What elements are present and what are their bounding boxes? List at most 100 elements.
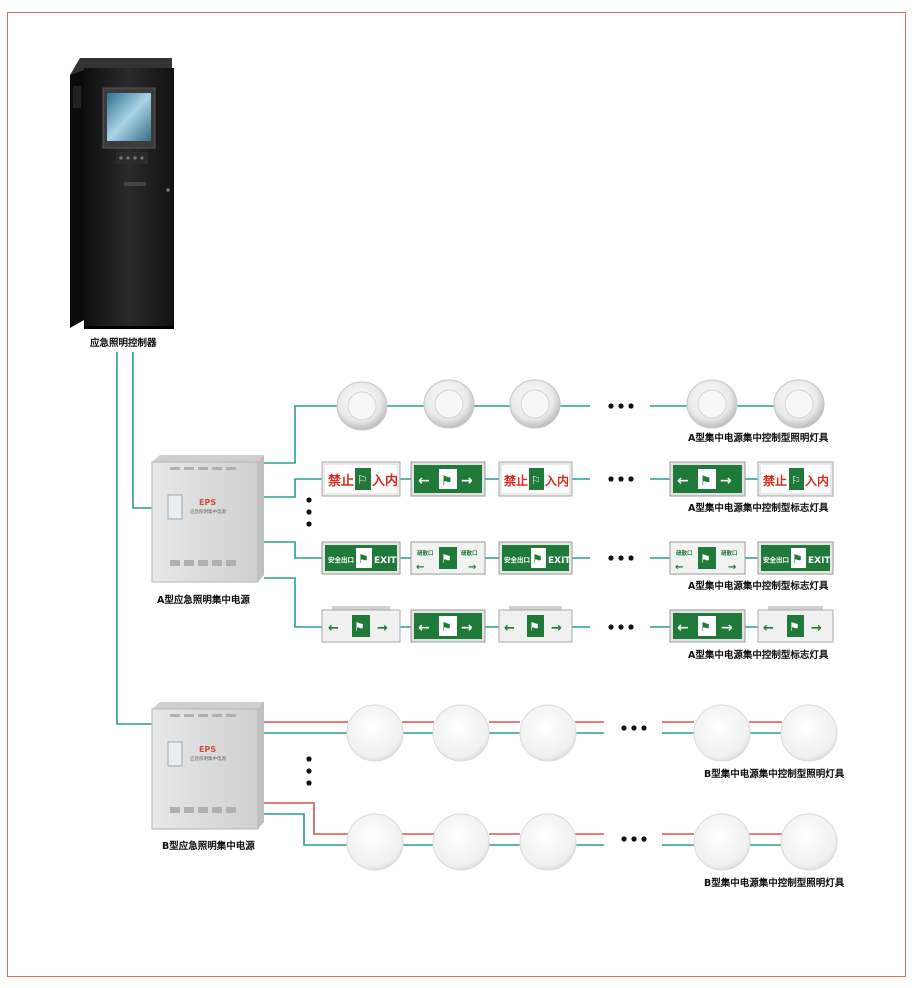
a-row2-label: A型集中电源集中控制型标志灯具 bbox=[688, 502, 829, 514]
ceiling-emergency-lamp-icon bbox=[773, 379, 825, 429]
svg-text:→: → bbox=[468, 562, 476, 573]
svg-text:⚑: ⚑ bbox=[441, 552, 452, 566]
svg-text:禁止: 禁止 bbox=[504, 473, 528, 488]
dots-row-b2 bbox=[621, 836, 647, 842]
ceiling-emergency-lamp-icon bbox=[509, 379, 561, 429]
row-b-lighting-fixtures-2 bbox=[346, 813, 838, 871]
evacuation-exit-sign-icon: 疏散口 疏散口 ⚑ ← → bbox=[669, 541, 746, 575]
svg-text:←: ← bbox=[418, 620, 430, 636]
running-man-exit-sign-icon: ← ⚑ → bbox=[757, 606, 834, 643]
row-b-lighting-fixtures-1 bbox=[346, 704, 838, 762]
svg-text:→: → bbox=[461, 620, 473, 636]
ceiling-emergency-lamp-icon bbox=[336, 381, 388, 431]
dots-vertical-b bbox=[306, 756, 312, 786]
eps-power-box-icon: EPS 应急照明集中电源 bbox=[151, 702, 264, 830]
svg-text:EXIT: EXIT bbox=[374, 556, 397, 566]
diagram-frame bbox=[7, 12, 906, 977]
eps-sub-a: 应急照明集中电源 bbox=[190, 508, 226, 515]
a-power-label: A型应急照明集中电源 bbox=[157, 594, 250, 606]
dots-row-a4 bbox=[608, 624, 634, 630]
controller-label: 应急照明控制器 bbox=[90, 337, 157, 349]
wire-a-row3 bbox=[264, 541, 322, 559]
wire-controller-a bbox=[132, 352, 152, 509]
control-cabinet-icon bbox=[70, 58, 174, 329]
svg-text:⚑: ⚑ bbox=[441, 474, 453, 489]
safe-exit-sign-icon: 安全出口 ⚑ EXIT bbox=[321, 541, 401, 575]
wire-a-row4 bbox=[264, 577, 322, 628]
a-row1-label: A型集中电源集中控制型照明灯具 bbox=[688, 432, 829, 444]
wire-a-row2 bbox=[264, 478, 322, 498]
svg-text:←: ← bbox=[504, 621, 515, 636]
svg-text:入内: 入内 bbox=[372, 473, 398, 489]
safe-exit-sign-icon: 安全出口 ⚑ EXIT bbox=[498, 541, 573, 575]
running-man-exit-sign-icon: ← ⚑ → bbox=[410, 461, 486, 497]
svg-text:⚐: ⚐ bbox=[791, 474, 801, 487]
no-entry-sign-icon: 禁止 ⚐ 入内 bbox=[498, 461, 573, 497]
svg-text:安全出口: 安全出口 bbox=[504, 555, 530, 564]
svg-text:禁止: 禁止 bbox=[328, 473, 354, 489]
round-ceiling-lamp-icon bbox=[519, 704, 577, 762]
safe-exit-sign-icon: 安全出口 ⚑ EXIT bbox=[757, 541, 834, 575]
round-ceiling-lamp-icon bbox=[693, 704, 751, 762]
svg-text:疏散口: 疏散口 bbox=[461, 549, 478, 557]
running-man-exit-sign-icon: ← ⚑ → bbox=[410, 609, 486, 643]
running-man-exit-sign-icon: ← ⚑ → bbox=[669, 609, 746, 643]
svg-text:安全出口: 安全出口 bbox=[763, 555, 789, 564]
dots-row-b1 bbox=[621, 725, 647, 731]
svg-text:⚑: ⚑ bbox=[358, 552, 369, 566]
svg-text:安全出口: 安全出口 bbox=[328, 555, 354, 564]
no-entry-sign-icon: 禁止 ⚐ 入内 bbox=[321, 461, 401, 497]
svg-text:EXIT: EXIT bbox=[808, 556, 831, 566]
b-row1-label: B型集中电源集中控制型照明灯具 bbox=[704, 768, 845, 780]
svg-text:←: ← bbox=[328, 621, 339, 636]
a-row4-label: A型集中电源集中控制型标志灯具 bbox=[688, 649, 829, 661]
round-ceiling-lamp-icon bbox=[432, 813, 490, 871]
svg-text:←: ← bbox=[677, 620, 689, 636]
svg-text:⚑: ⚑ bbox=[532, 552, 543, 566]
round-ceiling-lamp-icon bbox=[780, 813, 838, 871]
wire-a-row1 bbox=[264, 405, 338, 464]
dots-row-a2 bbox=[608, 476, 634, 482]
svg-text:→: → bbox=[377, 621, 388, 636]
svg-text:⚑: ⚑ bbox=[792, 552, 803, 566]
svg-text:←: ← bbox=[763, 621, 774, 636]
evacuation-exit-sign-icon: 疏散口 疏散口 ⚑ ← → bbox=[410, 541, 486, 575]
b-power-label: B型应急照明集中电源 bbox=[162, 840, 255, 852]
continuation-dots bbox=[306, 403, 647, 842]
svg-text:疏散口: 疏散口 bbox=[676, 549, 693, 557]
svg-text:⚑: ⚑ bbox=[789, 620, 800, 634]
svg-text:⚑: ⚑ bbox=[441, 620, 452, 634]
svg-text:入内: 入内 bbox=[545, 473, 569, 488]
svg-text:⚐: ⚐ bbox=[531, 474, 541, 487]
svg-text:⚑: ⚑ bbox=[700, 552, 711, 566]
svg-text:⚑: ⚑ bbox=[700, 620, 711, 634]
dots-row-a3 bbox=[608, 555, 634, 561]
svg-text:→: → bbox=[811, 621, 822, 636]
svg-text:→: → bbox=[721, 620, 733, 636]
ceiling-emergency-lamp-icon bbox=[686, 379, 738, 429]
svg-text:⚑: ⚑ bbox=[700, 474, 712, 489]
round-ceiling-lamp-icon bbox=[346, 704, 404, 762]
svg-text:→: → bbox=[728, 562, 736, 573]
svg-text:疏散口: 疏散口 bbox=[417, 549, 434, 557]
ceiling-emergency-lamp-icon bbox=[423, 379, 475, 429]
svg-text:→: → bbox=[461, 473, 473, 489]
round-ceiling-lamp-icon bbox=[346, 813, 404, 871]
svg-text:EXIT: EXIT bbox=[548, 556, 571, 566]
svg-text:←: ← bbox=[677, 473, 689, 489]
row-a-lighting-fixtures bbox=[336, 379, 825, 431]
wiring bbox=[116, 352, 782, 846]
svg-text:入内: 入内 bbox=[805, 473, 829, 488]
svg-text:→: → bbox=[551, 621, 562, 636]
no-entry-sign-icon: 禁止 ⚐ 入内 bbox=[757, 461, 834, 497]
dots-row-a1 bbox=[608, 403, 634, 409]
svg-text:←: ← bbox=[416, 562, 424, 573]
eps-sub-b: 应急照明集中电源 bbox=[190, 755, 226, 762]
b-row2-label: B型集中电源集中控制型照明灯具 bbox=[704, 877, 845, 889]
svg-text:疏散口: 疏散口 bbox=[721, 549, 738, 557]
round-ceiling-lamp-icon bbox=[780, 704, 838, 762]
round-ceiling-lamp-icon bbox=[432, 704, 490, 762]
row-a-sign-fixtures-3: ← ⚑ → ← ⚑ → ← ⚑ → ← ⚑ → bbox=[321, 606, 834, 643]
running-man-exit-sign-icon: ← ⚑ → bbox=[321, 606, 401, 643]
